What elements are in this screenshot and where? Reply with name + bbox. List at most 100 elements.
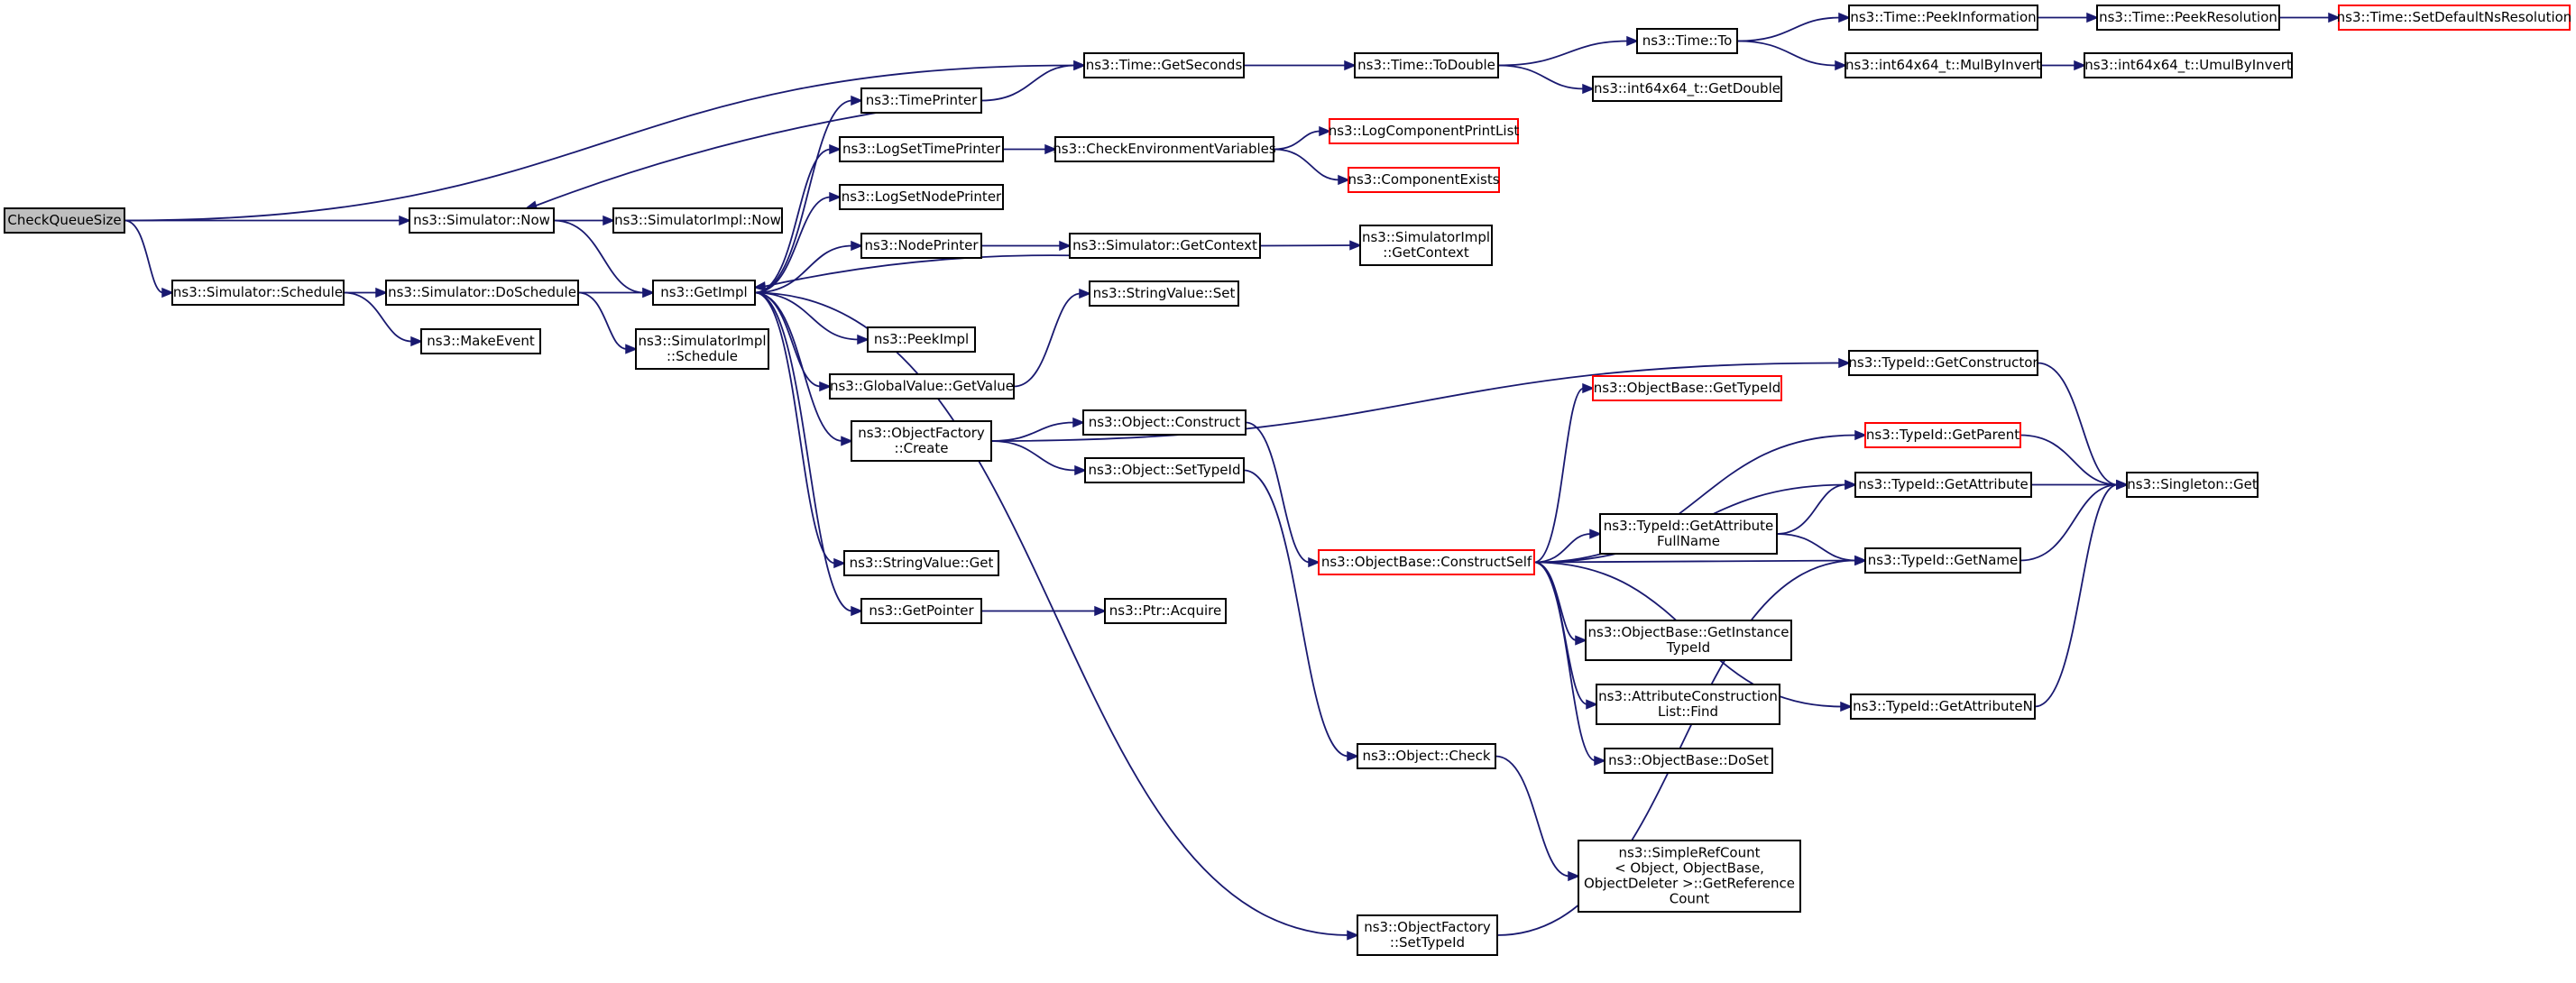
- node-label: ns3::Object::Construct: [1089, 414, 1241, 430]
- node-objectbase-constructself[interactable]: ns3::ObjectBase::ConstructSelf: [1318, 549, 1535, 575]
- node-time-peekresolution[interactable]: ns3::Time::PeekResolution: [2096, 5, 2280, 31]
- node-box: [829, 373, 1015, 400]
- node-label: ::GetContext: [1383, 244, 1469, 261]
- node-label: < Object, ObjectBase,: [1615, 860, 1764, 877]
- node-typeid-getattributen[interactable]: ns3::TypeId::GetAttributeN: [1850, 694, 2036, 720]
- node-typeid-getname[interactable]: ns3::TypeId::GetName: [1864, 547, 2021, 574]
- node-timeprinter[interactable]: ns3::TimePrinter: [860, 87, 982, 114]
- node-object-check[interactable]: ns3::Object::Check: [1357, 743, 1496, 769]
- node-ptr-acquire[interactable]: ns3::Ptr::Acquire: [1104, 598, 1227, 624]
- node-getimpl[interactable]: ns3::GetImpl: [652, 280, 756, 306]
- node-label: ns3::Object::SetTypeId: [1089, 462, 1241, 478]
- node-peekimpl[interactable]: ns3::PeekImpl: [867, 326, 976, 353]
- node-int64-getdouble[interactable]: ns3::int64x64_t::GetDouble: [1592, 76, 1782, 102]
- edge-line: [553, 219, 645, 294]
- node-label: ns3::GetImpl: [660, 284, 747, 300]
- node-time-setdefaultnsresolution[interactable]: ns3::Time::SetDefaultNsResolution: [2337, 5, 2572, 31]
- node-time-to[interactable]: ns3::Time::To: [1636, 28, 1738, 54]
- edge-line: [990, 421, 1075, 442]
- node-objectbase-doset[interactable]: ns3::ObjectBase::DoSet: [1604, 748, 1773, 774]
- node-box: [1845, 52, 2042, 78]
- node-globalvalue-getvalue[interactable]: ns3::GlobalValue::GetValue: [829, 373, 1015, 400]
- node-singleton-get[interactable]: ns3::Singleton::Get: [2126, 472, 2259, 498]
- node-sim-now[interactable]: ns3::Simulator::Now: [409, 207, 555, 234]
- edge-line: [763, 254, 1071, 288]
- edge-checkqueuesize-to-sim-now: [124, 215, 411, 226]
- edge-line: [1533, 434, 1857, 564]
- node-label: ns3::Time::PeekInformation: [1850, 9, 2036, 25]
- node-label: ns3::TypeId::GetParent: [1866, 427, 2019, 443]
- node-logsettimeprinter[interactable]: ns3::LogSetTimePrinter: [839, 136, 1004, 162]
- node-objectfactory-settypeid[interactable]: ns3::ObjectFactory::SetTypeId: [1357, 914, 1498, 956]
- node-objectfactory-create[interactable]: ns3::ObjectFactory::Create: [851, 420, 992, 462]
- arrowhead: [1072, 417, 1085, 428]
- edge-line: [1497, 64, 1585, 90]
- edge-time-to-to-time-peekinformation: [1736, 12, 1851, 42]
- node-label: ns3::TypeId::GetName: [1868, 552, 2018, 568]
- node-box: [1854, 472, 2032, 498]
- node-logcomponentprintlist[interactable]: ns3::LogComponentPrintList: [1329, 118, 1520, 144]
- node-box: [1599, 513, 1778, 555]
- node-typeid-getconstructor[interactable]: ns3::TypeId::GetConstructor: [1848, 350, 2038, 376]
- node-simimpl-now[interactable]: ns3::SimulatorImpl::Now: [612, 207, 783, 234]
- node-simimpl-getcontext[interactable]: ns3::SimulatorImpl::GetContext: [1359, 225, 1493, 266]
- node-time-todouble[interactable]: ns3::Time::ToDouble: [1354, 52, 1499, 78]
- arrowhead: [1838, 12, 1851, 23]
- node-box: [612, 207, 783, 234]
- node-int64-mulbyinvert[interactable]: ns3::int64x64_t::MulByInvert: [1845, 52, 2042, 78]
- edge-getimpl-to-getpointer: [754, 291, 863, 617]
- node-makeevent[interactable]: ns3::MakeEvent: [420, 328, 541, 354]
- node-label: ns3::ObjectFactory: [1364, 919, 1491, 935]
- node-typeid-getparent[interactable]: ns3::TypeId::GetParent: [1864, 422, 2021, 448]
- node-time-peekinformation[interactable]: ns3::Time::PeekInformation: [1848, 5, 2038, 31]
- node-simimpl-schedule[interactable]: ns3::SimulatorImpl::Schedule: [635, 328, 769, 370]
- node-nodeprinter[interactable]: ns3::NodePrinter: [860, 233, 982, 259]
- node-box: [4, 207, 125, 234]
- node-object-settypeid[interactable]: ns3::Object::SetTypeId: [1084, 457, 1245, 483]
- node-logsetnodeprinter[interactable]: ns3::LogSetNodePrinter: [839, 184, 1004, 210]
- node-label: List::Find: [1658, 703, 1718, 720]
- edge-checkqueuesize-to-sim-schedule: [124, 219, 174, 299]
- node-box: [1592, 76, 1782, 102]
- node-stringvalue-get[interactable]: ns3::StringValue::Get: [843, 550, 999, 576]
- arrowhead: [753, 280, 767, 292]
- arrowhead: [841, 436, 853, 446]
- arrowhead: [1347, 750, 1359, 762]
- node-getpointer[interactable]: ns3::GetPointer: [860, 598, 982, 624]
- node-sim-schedule[interactable]: ns3::Simulator::Schedule: [171, 280, 345, 306]
- node-label: ns3::PeekImpl: [874, 331, 969, 347]
- edge-line: [1776, 483, 1847, 535]
- arrowhead: [161, 287, 174, 299]
- edge-line: [1776, 533, 1857, 562]
- edge-line: [1243, 469, 1349, 758]
- node-typeid-getattribute[interactable]: ns3::TypeId::GetAttribute: [1854, 472, 2032, 498]
- node-time-getseconds[interactable]: ns3::Time::GetSeconds: [1083, 52, 1245, 78]
- edge-time-to-to-int64-mulbyinvert: [1736, 40, 1847, 71]
- node-label: ns3::ObjectBase::DoSet: [1608, 752, 1769, 768]
- node-simplerefcount[interactable]: ns3::SimpleRefCount< Object, ObjectBase,…: [1578, 840, 1801, 913]
- node-checkenv[interactable]: ns3::CheckEnvironmentVariables: [1053, 136, 1276, 162]
- node-object-construct[interactable]: ns3::Object::Construct: [1082, 409, 1247, 436]
- edge-line: [754, 148, 832, 294]
- node-box: [1069, 233, 1261, 259]
- node-componentexists[interactable]: ns3::ComponentExists: [1348, 167, 1500, 193]
- node-objectbase-gettypeid[interactable]: ns3::ObjectBase::GetTypeId: [1592, 375, 1782, 401]
- node-int64-umulbyinvert[interactable]: ns3::int64x64_t::UmulByInvert: [2084, 52, 2293, 78]
- edge-sim-now-to-simimpl-now: [554, 215, 615, 226]
- arrowhead: [851, 240, 863, 252]
- node-box: [860, 87, 982, 114]
- node-label: ns3::Ptr::Acquire: [1109, 602, 1221, 619]
- node-sim-getcontext[interactable]: ns3::Simulator::GetContext: [1069, 233, 1261, 259]
- node-label: ns3::int64x64_t::GetDouble: [1594, 80, 1780, 97]
- node-label: ns3::Time::PeekResolution: [2099, 9, 2277, 25]
- node-sim-doschedule[interactable]: ns3::Simulator::DoSchedule: [385, 280, 579, 306]
- node-stringvalue-set[interactable]: ns3::StringValue::Set: [1089, 280, 1239, 307]
- node-box: [1357, 914, 1498, 956]
- edge-line: [1533, 561, 1596, 762]
- node-box: [839, 184, 1004, 210]
- node-label: ns3::Singleton::Get: [2127, 476, 2258, 492]
